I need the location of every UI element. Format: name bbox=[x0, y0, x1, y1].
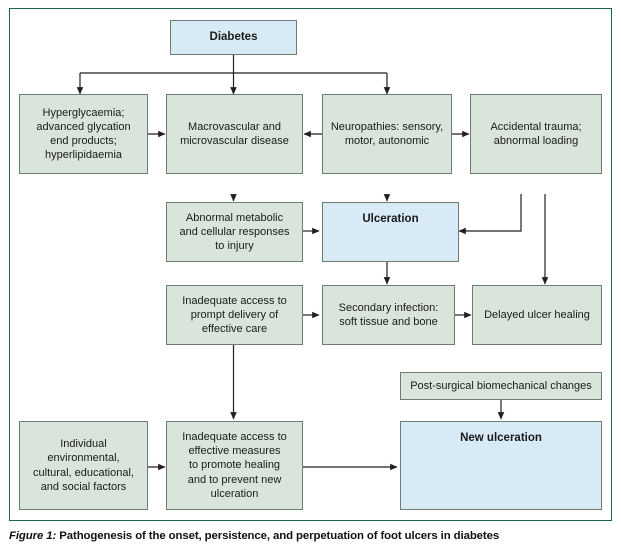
node-delayed-healing-label: Delayed ulcer healing bbox=[484, 308, 590, 321]
node-prompt-care-label: Inadequate access to prompt delivery of … bbox=[182, 294, 287, 336]
node-individual-label: Individual environmental, cultural, educ… bbox=[33, 438, 134, 493]
node-diabetes-label: Diabetes bbox=[209, 31, 258, 44]
node-ulceration-label: Ulceration bbox=[362, 213, 419, 225]
node-new-ulceration[interactable]: New ulceration bbox=[400, 421, 602, 510]
node-effective-measures-label: Inadequate access to effective measures … bbox=[182, 431, 287, 500]
node-accidental-trauma[interactable]: Accidental trauma; abnormal loading bbox=[470, 94, 602, 174]
node-macrovascular-microvascular-disease[interactable]: Macrovascular and microvascular disease bbox=[166, 94, 303, 174]
figure-caption-text: Pathogenesis of the onset, persistence, … bbox=[56, 530, 500, 542]
node-neuropathies-label: Neuropathies: sensory, motor, autonomic bbox=[330, 120, 444, 147]
node-abnormal-metabolic-responses[interactable]: Abnormal metabolic and cellular response… bbox=[166, 202, 303, 262]
node-vascular-label: Macrovascular and microvascular disease bbox=[180, 120, 289, 147]
node-post-surgical-label: Post-surgical biomechanical changes bbox=[410, 379, 592, 392]
node-abnormal-label: Abnormal metabolic and cellular response… bbox=[179, 211, 290, 253]
node-infection-label: Secondary infection: soft tissue and bon… bbox=[338, 301, 439, 328]
figure-caption-number: Figure 1: bbox=[9, 530, 57, 542]
node-trauma-label: Accidental trauma; abnormal loading bbox=[490, 120, 582, 147]
node-delayed-ulcer-healing[interactable]: Delayed ulcer healing bbox=[472, 285, 602, 345]
node-secondary-infection[interactable]: Secondary infection: soft tissue and bon… bbox=[322, 285, 455, 345]
figure-caption: Figure 1: Pathogenesis of the onset, per… bbox=[9, 530, 613, 542]
node-neuropathies[interactable]: Neuropathies: sensory, motor, autonomic bbox=[322, 94, 452, 174]
node-hyperglycaemia[interactable]: Hyperglycaemia; advanced glycation end p… bbox=[19, 94, 148, 174]
node-inadequate-prompt-care[interactable]: Inadequate access to prompt delivery of … bbox=[166, 285, 303, 345]
node-inadequate-effective-measures[interactable]: Inadequate access to effective measures … bbox=[166, 421, 303, 510]
node-individual-factors[interactable]: Individual environmental, cultural, educ… bbox=[19, 421, 148, 510]
node-ulceration[interactable]: Ulceration bbox=[322, 202, 459, 262]
node-hyperglycaemia-label: Hyperglycaemia; advanced glycation end p… bbox=[36, 106, 131, 162]
node-post-surgical-biomechanical-changes[interactable]: Post-surgical biomechanical changes bbox=[400, 372, 602, 400]
node-new-ulceration-label: New ulceration bbox=[460, 432, 542, 444]
node-diabetes[interactable]: Diabetes bbox=[170, 20, 297, 55]
